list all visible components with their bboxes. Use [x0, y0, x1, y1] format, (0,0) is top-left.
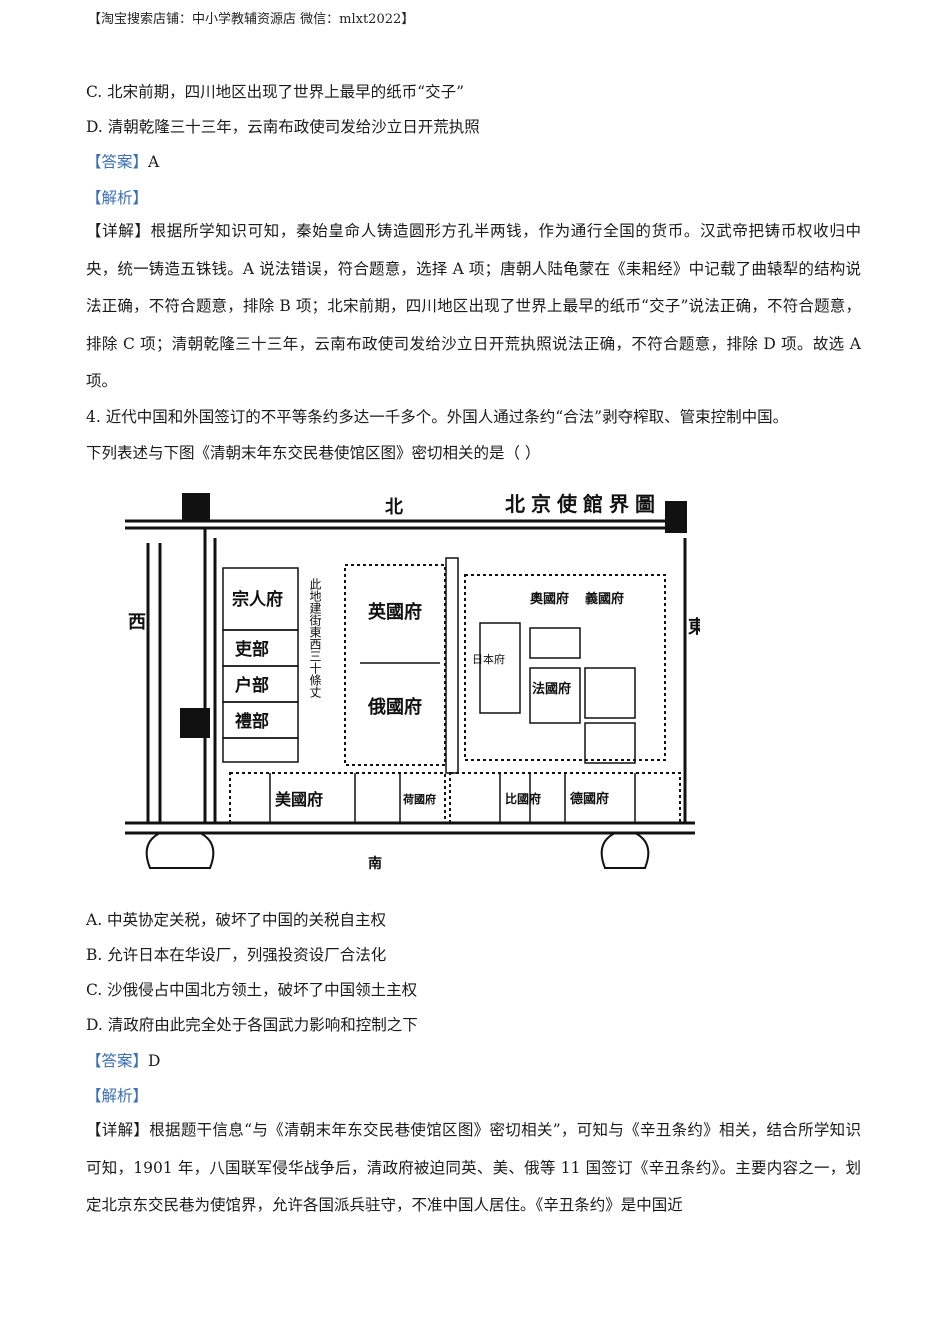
analysis-tag: 【解析】: [86, 189, 149, 207]
q4-stem-2: 下列表述与下图《清朝末年东交民巷使馆区图》密切相关的是（ ）: [86, 444, 541, 462]
label-italy: 義國府: [585, 591, 624, 607]
label-street: 此地建街東西三十條丈: [308, 578, 322, 699]
map-west: 西: [128, 612, 146, 633]
option-c-prev: C. 北宋前期，四川地区出现了世界上最早的纸币“交子”: [86, 83, 465, 101]
option-d-prev: D. 清朝乾隆三十三年，云南布政使司发给沙立日开荒执照: [86, 118, 480, 136]
label-germany: 德國府: [570, 791, 609, 807]
answer-tag: 【答案】: [86, 153, 149, 171]
detail-text: 根据所学知识可知，秦始皇命人铸造圆形方孔半两钱，作为通行全国的货币。汉武帝把铸币…: [86, 222, 861, 390]
detail-tag: 【详解】: [86, 222, 151, 240]
q4-option-c: C. 沙俄侵占中国北方领土，破坏了中国领土主权: [86, 981, 418, 999]
q4-analysis-tag: 【解析】: [86, 1087, 149, 1105]
detail-prev: 【详解】根据所学知识可知，秦始皇命人铸造圆形方孔半两钱，作为通行全国的货币。汉武…: [86, 213, 861, 401]
legation-quarter-map: 北京使館界圖 北 西 東 南 宗人府 吏部 户部 禮部 英國府 俄國府 美國府 …: [120, 483, 706, 878]
answer-value: A: [148, 153, 160, 171]
label-belgium: 比國府: [505, 791, 541, 806]
label-uk: 英國府: [367, 601, 422, 623]
label-france: 法國府: [532, 681, 571, 697]
label-hubu: 户部: [235, 675, 269, 696]
label-russia: 俄國府: [367, 696, 422, 718]
q4-option-a: A. 中英协定关税，破坏了中国的关税自主权: [86, 911, 387, 929]
label-netherlands: 荷國府: [402, 792, 436, 806]
map-svg: 北京使館界圖 北 西 東 南 宗人府 吏部 户部 禮部 英國府 俄國府 美國府 …: [125, 492, 706, 872]
q4-analysis: 【解析】: [86, 1086, 148, 1106]
answer-prev: 【答案】A: [86, 152, 159, 172]
q4-answer-value: D: [148, 1052, 161, 1070]
map-title: 北京使館界圖: [505, 492, 661, 516]
shop-header: 【淘宝搜索店铺：中小学教辅资源店 微信：mlxt2022】: [88, 12, 415, 27]
map-east: 東: [688, 616, 700, 638]
q4-stem-1: 4. 近代中国和外国签订的不平等条约多达一千多个。外国人通过条约“合法”剥夺榨取…: [86, 408, 789, 426]
label-libu: 吏部: [235, 639, 269, 660]
label-libu2: 禮部: [235, 711, 269, 732]
q4-detail-text: 根据题干信息“与《清朝末年东交民巷使馆区图》密切相关”，可知与《辛丑条约》相关，…: [86, 1121, 861, 1214]
label-austria: 奧國府: [530, 591, 569, 607]
q4-answer-tag: 【答案】: [86, 1052, 149, 1070]
analysis-prev: 【解析】: [86, 188, 148, 208]
map-south: 南: [368, 855, 382, 872]
label-usa: 美國府: [275, 790, 323, 809]
label-japan: 日本府: [472, 652, 505, 666]
q4-detail: 【详解】根据题干信息“与《清朝末年东交民巷使馆区图》密切相关”，可知与《辛丑条约…: [86, 1112, 861, 1225]
map-north: 北: [385, 497, 403, 518]
q4-option-b: B. 允许日本在华设厂，列强投资设厂合法化: [86, 946, 387, 964]
q4-option-d: D. 清政府由此完全处于各国武力影响和控制之下: [86, 1016, 418, 1034]
q4-answer: 【答案】D: [86, 1051, 160, 1071]
label-zongrenfu: 宗人府: [232, 589, 283, 610]
q4-detail-tag: 【详解】: [86, 1121, 150, 1139]
